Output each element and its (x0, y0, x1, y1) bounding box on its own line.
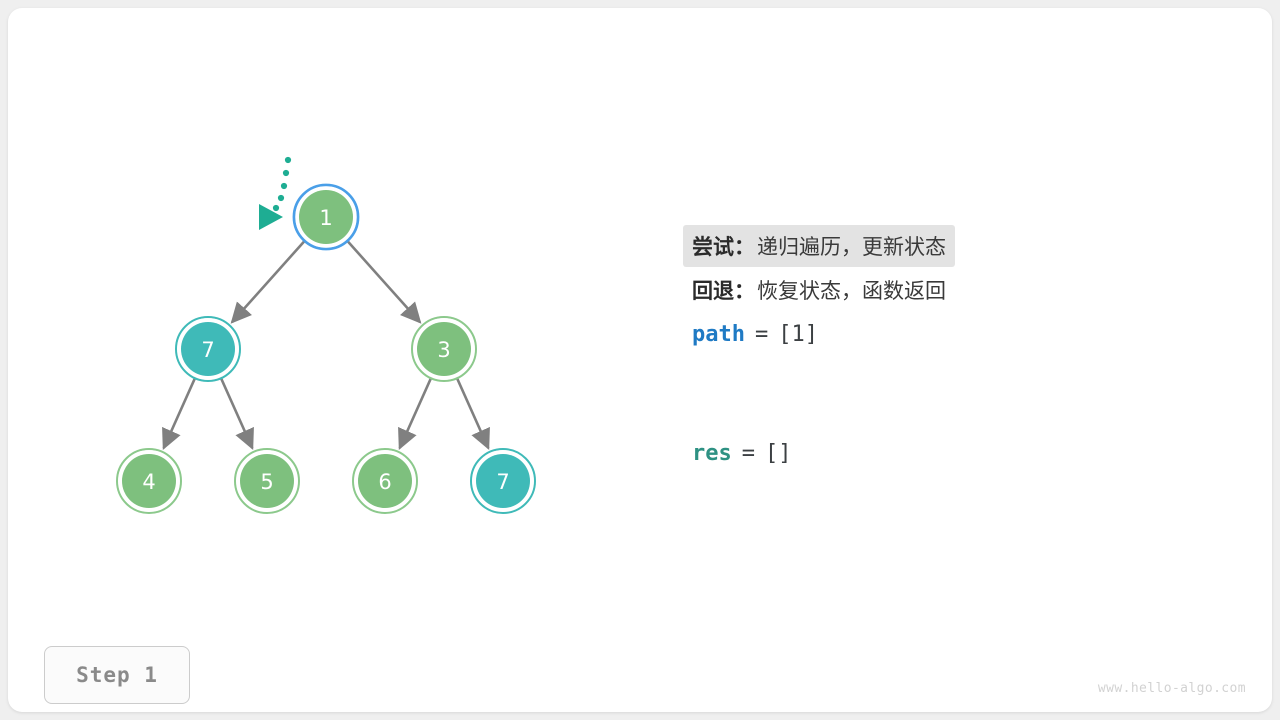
state-panel: 尝试： 递归遍历，更新状态 回退： 恢复状态，函数返回 path = [1] r… (683, 224, 1212, 475)
backtrack-line: 回退： 恢复状态，函数返回 (692, 268, 1212, 312)
res-variable-line: res = [] (692, 431, 1212, 475)
tree-edges (162, 239, 490, 451)
res-variable-value: [] (765, 440, 792, 466)
try-line: 尝试： 递归遍历，更新状态 (683, 224, 1212, 268)
watermark: www.hello-algo.com (1097, 681, 1246, 696)
tree-node-label: 6 (378, 470, 391, 494)
tree-edge (219, 376, 254, 451)
tree-edge (230, 239, 307, 324)
pointer-trail-dot (284, 156, 292, 164)
tree-node-label: 7 (201, 338, 214, 362)
tree-node-label: 3 (437, 338, 450, 362)
pointer-trail-dot (277, 194, 285, 202)
pointer-trail-dot (280, 182, 288, 190)
binary-tree-diagram: 1 7 3 4 5 6 7 (116, 156, 536, 514)
step-badge: Step 1 (44, 646, 190, 704)
pointer-trail-dot (282, 169, 290, 177)
tree-node-7: 7 (175, 316, 241, 382)
tree-node-1: 1 (292, 183, 360, 251)
tree-edge (162, 376, 197, 451)
illustration-card: 1 7 3 4 5 6 7 尝试： 递归遍历，更新状态 回退： 恢复状态，函数返回 path… (8, 8, 1272, 712)
res-variable-name: res (692, 440, 732, 466)
tree-node-5: 5 (234, 448, 300, 514)
path-variable-name: path (692, 321, 745, 347)
backtrack-line-lead: 回退： (692, 279, 755, 303)
pointer-triangle-icon (259, 204, 283, 230)
try-line-lead: 尝试： (692, 235, 755, 259)
tree-edge (455, 376, 490, 451)
tree-nodes: 1 7 3 4 5 6 7 (116, 183, 536, 514)
path-variable-line: path = [1] (692, 312, 1212, 356)
tree-node-label: 1 (319, 206, 332, 230)
tree-node-label: 7 (496, 470, 509, 494)
tree-node-7: 7 (470, 448, 536, 514)
backtrack-line-text: 恢复状态，函数返回 (757, 279, 946, 303)
panel-spacer (692, 356, 1212, 431)
tree-edge (345, 239, 422, 324)
pointer-trail-dot (272, 204, 280, 212)
tree-node-label: 4 (142, 470, 155, 494)
tree-edge (398, 376, 433, 451)
tree-node-4: 4 (116, 448, 182, 514)
path-equals-sign: = (754, 321, 769, 347)
recursion-pointer (259, 156, 292, 230)
try-line-text: 递归遍历，更新状态 (757, 235, 946, 259)
tree-node-6: 6 (352, 448, 418, 514)
try-line-highlight: 尝试： 递归遍历，更新状态 (683, 225, 955, 267)
res-equals-sign: = (741, 440, 755, 466)
tree-node-label: 5 (260, 470, 273, 494)
tree-node-3: 3 (411, 316, 477, 382)
path-variable-value: [1] (778, 321, 818, 347)
